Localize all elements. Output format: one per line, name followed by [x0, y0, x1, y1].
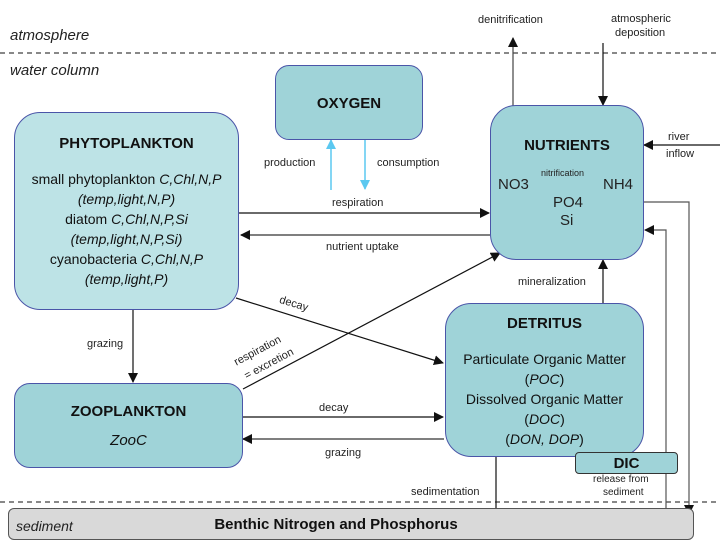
denitrification-label: denitrification	[478, 14, 543, 26]
benthic-title: Benthic Nitrogen and Phosphorus	[214, 516, 458, 533]
phyto-cyano-line: cyanobacteria C,Chl,N,P	[49, 251, 204, 267]
phyto-small-line: small phytoplankton C,Chl,N,P	[31, 171, 222, 187]
nutrients-title: NUTRIENTS	[524, 137, 610, 154]
oxygen-box[interactable]: OXYGEN	[275, 65, 423, 140]
no3-label: NO3	[498, 176, 529, 193]
doc-label: DOC	[528, 411, 561, 427]
zoo-grazing-label: grazing	[325, 447, 362, 459]
release-label-1: release from	[593, 474, 649, 485]
don-dop-line: (DON, DOP)	[505, 431, 584, 447]
dic-box[interactable]: DIC	[575, 452, 678, 474]
phyto-small-limits: (temp,light,N,P)	[77, 191, 176, 207]
grazing-phyto-label: grazing	[87, 338, 124, 350]
release-label-2: sediment	[603, 487, 644, 498]
excretion-arrow	[242, 252, 501, 390]
consumption-label: consumption	[377, 157, 440, 169]
si-label: Si	[560, 212, 574, 229]
zooplankton-box[interactable]: ZOOPLANKTON ZooC	[14, 383, 243, 468]
poc-label: POC	[529, 371, 560, 387]
zoo-decay-label: decay	[319, 402, 349, 414]
phyto-diatom-limits: (temp,light,N,P,Si)	[70, 231, 183, 247]
deposition-label-1: atmospheric	[611, 13, 671, 25]
phyto-decay-arrow	[235, 297, 444, 366]
river-label-1: river	[668, 131, 690, 143]
deposition-label-2: deposition	[615, 27, 666, 39]
water-column-label: water column	[10, 62, 100, 79]
nh4-label: NH4	[603, 176, 634, 193]
pom-label: Particulate Organic Matter	[463, 351, 626, 367]
dic-title: DIC	[613, 455, 640, 472]
nutrient-uptake-label: nutrient uptake	[326, 241, 399, 253]
atmosphere-label: atmosphere	[10, 27, 90, 44]
sediment-label: sediment	[16, 518, 73, 534]
mineralization-label: mineralization	[518, 276, 586, 288]
benthic-box[interactable]: Benthic Nitrogen and Phosphorus	[8, 508, 694, 540]
respiration-label: respiration	[332, 197, 384, 209]
po4-label: PO4	[553, 194, 584, 211]
zooplankton-title: ZOOPLANKTON	[70, 403, 187, 420]
release-line	[644, 225, 667, 525]
nitrification-label: nitrification	[541, 168, 585, 178]
detritus-box[interactable]: DETRITUS Particulate Organic Matter (POC…	[445, 303, 644, 457]
nutrients-box[interactable]: NUTRIENTS	[490, 105, 644, 260]
phytoplankton-title: PHYTOPLANKTON	[59, 135, 194, 152]
production-label: production	[264, 157, 316, 169]
don-dop-label: DON, DOP	[509, 431, 580, 447]
poc-line: (POC)	[524, 371, 565, 387]
doc-line: (DOC)	[524, 411, 565, 427]
phyto-cyano-limits: (temp,light,P)	[84, 271, 169, 287]
sedimentation-label: sedimentation	[411, 486, 480, 498]
phytoplankton-box[interactable]: PHYTOPLANKTON small phytoplankton C,Chl,…	[14, 112, 239, 310]
river-label-2: inflow	[666, 148, 695, 160]
dom-label: Dissolved Organic Matter	[465, 391, 624, 407]
detritus-title: DETRITUS	[507, 315, 582, 332]
oxygen-title: OXYGEN	[316, 95, 382, 112]
zooplankton-var: ZooC	[110, 432, 147, 449]
phyto-diatom-line: diatom C,Chl,N,P,Si	[65, 211, 188, 227]
